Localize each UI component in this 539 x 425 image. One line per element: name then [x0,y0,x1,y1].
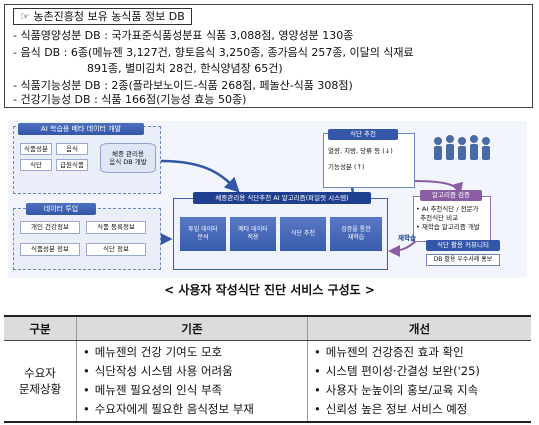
list-item: 메뉴젠 필요성의 인식 부족 [83,381,301,400]
recommend-line-up: 기능성분 (↑) [328,163,365,171]
step-recommend: 식단 추천 [280,217,326,251]
list-item: 식단작성 시스템 사용 어려움 [83,362,301,381]
db-line-nutrition: - 식품영양성분 DB : 국가표준식품성분표 식품 3,088점, 영양성분 … [13,29,354,42]
list-item: 시스템 편이성·간결성 보완('25) [314,362,525,381]
community-title: 식단 활용 커뮤니티 [426,240,500,251]
food-db-cylinder: 체중 관리용 음식 DB 개발 [100,143,156,173]
list-item: 수요자에게 필요한 음식정보 부재 [83,400,301,419]
ai-cell: 식품성분 [20,143,52,155]
algo-line: 추천식단 비교 [416,214,459,222]
row-label-line1: 수요자 [24,366,56,380]
header-improved: 개선 [307,315,531,341]
ai-cell: 급원식품 [56,159,88,171]
algo-line: • 재학습 알고리즘 개발 [416,223,480,231]
algorithm-verify-title: 알고리즘 검증 [420,190,482,201]
list-item: 신뢰성 높은 정보 서비스 예정 [314,400,525,419]
comparison-table: 구분 기존 개선 수요자 문제상황 메뉴젠의 건강 기여도 모호 식단작성 시스… [4,315,531,423]
list-item: 메뉴젠의 건강 기여도 모호 [83,343,301,362]
relearn-label: 재학습 [398,234,416,242]
table-row: 수요자 문제상황 메뉴젠의 건강 기여도 모호 식단작성 시스템 사용 어려움 … [4,340,531,423]
existing-cell: 메뉴젠의 건강 기여도 모호 식단작성 시스템 사용 어려움 메뉴젠 필요성의 … [76,340,308,423]
db-info-box: ☞ 농촌진흥청 보유 농식품 정보 DB - 식품영양성분 DB : 국가표준식… [4,4,533,108]
header-category: 구분 [4,315,77,341]
data-cell: 식품 등록정보 [86,221,146,234]
header-existing: 기존 [76,315,308,341]
db-line-functional: - 식품기능성분 DB : 2종(플라보노이드-식품 268점, 페놀산-식품 … [13,79,353,92]
community-box: DB 활용 우수사례 홍보 [426,254,500,266]
data-input-area [13,208,161,270]
recommend-line-down: 열량, 지방, 당류 등 (↓) [328,147,393,155]
people-icon [434,135,490,160]
data-cell: 개인 건강정보 [20,221,80,234]
table-header-row: 구분 기존 개선 [4,315,531,341]
recommend-area [323,133,415,188]
algo-line: • AI 추천식단 / 전문가 [416,205,479,213]
row-label: 수요자 문제상황 [4,340,77,423]
db-line-health: - 건강기능성 DB : 식품 166점(기능성 효능 50종) [13,93,247,106]
ai-cell: 음식 [56,143,88,155]
list-item: 사용자 눈높이의 홍보/교육 지속 [314,381,525,400]
diagram-arrows [157,135,490,257]
diagram-caption: < 사용자 작성식단 진단 서비스 구성도 > [164,283,375,297]
recommend-title: 식단 추천 [328,129,398,140]
step-relearn: 검증을 통한 재학습 [330,217,382,251]
step-analysis: 투입 데이터 분석 [180,217,226,251]
improved-cell: 메뉴젠의 건강증진 효과 확인 시스템 편이성·간결성 보완('25) 사용자 … [307,340,531,423]
service-diagram: AI 학습용 메타 데이터 개발 식품성분 음식 식단 급원식품 체중 관리용 … [8,121,527,278]
db-info-title: ☞ 농촌진흥청 보유 농식품 정보 DB [13,8,192,25]
ai-cell: 식단 [20,159,52,171]
data-cell: 식품성분 정보 [20,243,80,256]
ai-meta-title: AI 학습용 메타 데이터 개발 [18,123,144,135]
list-item: 메뉴젠의 건강증진 효과 확인 [314,343,525,362]
db-line-food: - 음식 DB : 6종(메뉴젠 3,127건, 향토음식 3,250종, 종가… [13,46,414,59]
data-input-title: 데이터 투입 [26,203,96,215]
data-cell: 식단 정보 [86,243,146,256]
db-line-food-cont: 891종, 별미김치 28건, 한식양념장 65건) [87,62,283,75]
ai-algorithm-title: 체중관리용 식단추천 AI 알고리즘(파일럿 시스템) [193,192,371,204]
row-label-line2: 문제상황 [18,382,62,396]
step-meta: 메타 데이터 적용 [230,217,276,251]
